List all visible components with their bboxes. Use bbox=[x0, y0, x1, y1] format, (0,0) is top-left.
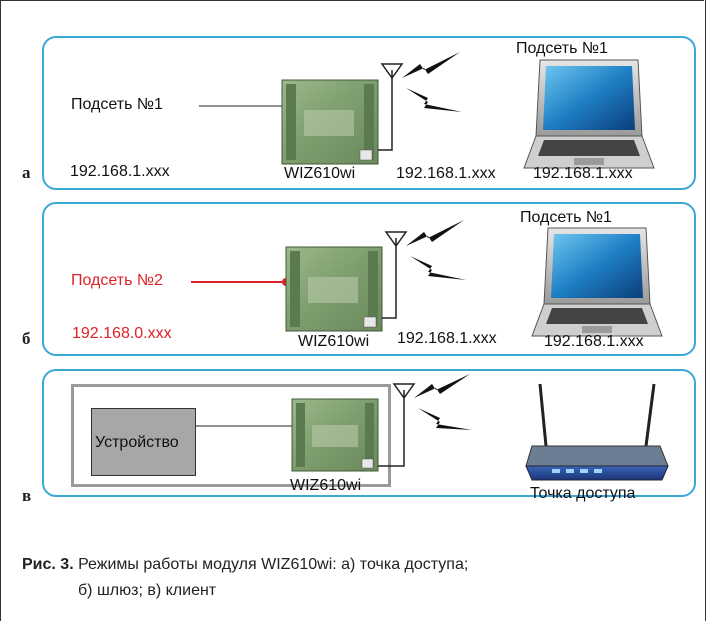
panel-c-letter: в bbox=[22, 486, 32, 505]
device-box bbox=[91, 408, 196, 476]
panel-a-laptop-ip: 192.168.1.xxx bbox=[533, 165, 633, 182]
panel-a-letter: а bbox=[22, 163, 31, 182]
antenna-icon bbox=[378, 383, 416, 467]
panel-b-letter: б bbox=[22, 329, 31, 348]
panel-b-left-ip: 192.168.0.xxx bbox=[72, 325, 172, 342]
lightning-signal-icon bbox=[402, 52, 462, 112]
panel-b-left-label: Подсеть №2 bbox=[71, 272, 163, 289]
panel-b-module-label: WIZ610wi bbox=[298, 333, 370, 350]
device-enclosure bbox=[71, 384, 391, 487]
panel-b-laptop-ip: 192.168.1.xxx bbox=[544, 333, 644, 350]
figure-frame-left bbox=[0, 0, 1, 621]
lightning-signal-icon bbox=[406, 220, 466, 280]
antenna-icon bbox=[378, 63, 404, 151]
wiz610wi-module-icon bbox=[281, 79, 379, 165]
figure-frame-top bbox=[0, 0, 704, 1]
panel-a-wifi-ip: 192.168.1.xxx bbox=[396, 165, 496, 182]
lightning-signal-icon bbox=[414, 374, 472, 430]
figure-caption-text-2: б) шлюз; в) клиент bbox=[78, 582, 217, 599]
figure-caption-title: Рис. 3. bbox=[22, 556, 74, 573]
panel-b-laptop-label: Подсеть №1 bbox=[520, 209, 612, 226]
antenna-icon bbox=[382, 231, 408, 319]
device-label: Устройство bbox=[95, 434, 179, 451]
panel-a-left-label: Подсеть №1 bbox=[71, 96, 163, 113]
wiz610wi-module-icon bbox=[291, 398, 379, 472]
wiz610wi-module-icon bbox=[285, 246, 383, 332]
panel-a-left-ip: 192.168.1.xxx bbox=[70, 163, 170, 180]
figure-caption-line-2: б) шлюз; в) клиент bbox=[78, 583, 216, 599]
panel-a-module-label: WIZ610wi bbox=[284, 165, 356, 182]
figure-caption-text-1: Режимы работы модуля WIZ610wi: а) точка … bbox=[73, 556, 469, 573]
figure-caption-line-1: Рис. 3. Режимы работы модуля WIZ610wi: а… bbox=[22, 557, 468, 573]
panel-a-laptop-label: Подсеть №1 bbox=[516, 40, 608, 57]
laptop-icon bbox=[531, 227, 663, 337]
panel-c-module-label: WIZ610wi bbox=[290, 477, 362, 494]
router-label: Точка доступа bbox=[530, 485, 636, 502]
laptop-icon bbox=[523, 59, 655, 169]
router-icon bbox=[525, 383, 669, 481]
panel-b-wifi-ip: 192.168.1.xxx bbox=[397, 330, 497, 347]
